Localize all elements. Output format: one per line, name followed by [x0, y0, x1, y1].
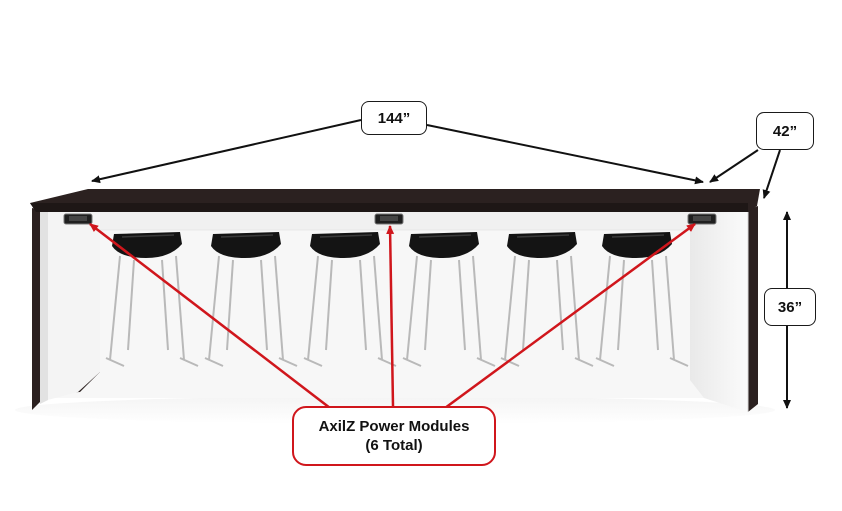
power-module-icon	[63, 213, 93, 225]
height-label: 36”	[764, 288, 816, 326]
callout-arrow-icon	[444, 222, 696, 410]
left-leg-panel	[32, 208, 100, 410]
stool-icon	[595, 232, 689, 367]
depth-arrow-icon	[709, 149, 759, 183]
power-module-icon	[374, 213, 404, 225]
power-module-icon	[687, 213, 717, 225]
length-arrow-icon	[426, 124, 704, 185]
stool-icon	[204, 232, 298, 367]
callout-arrow-icon	[89, 223, 331, 409]
length-arrow-icon	[91, 119, 362, 184]
depth-label: 42”	[756, 112, 814, 150]
right-leg-panel	[690, 206, 758, 412]
tabletop	[30, 189, 760, 212]
callout-title: AxilZ Power Modules	[318, 418, 470, 435]
length-label: 144”	[361, 101, 427, 135]
stool-icon	[500, 232, 594, 367]
callout-count: (6 Total)	[365, 437, 423, 454]
depth-arrow-icon	[762, 149, 781, 199]
callout-arrow-icon	[386, 225, 395, 407]
stool-icon	[303, 232, 397, 367]
power-modules-callout: AxilZ Power Modules (6 Total)	[292, 406, 496, 466]
stool-icon	[402, 232, 496, 367]
stool-icon	[105, 232, 199, 367]
